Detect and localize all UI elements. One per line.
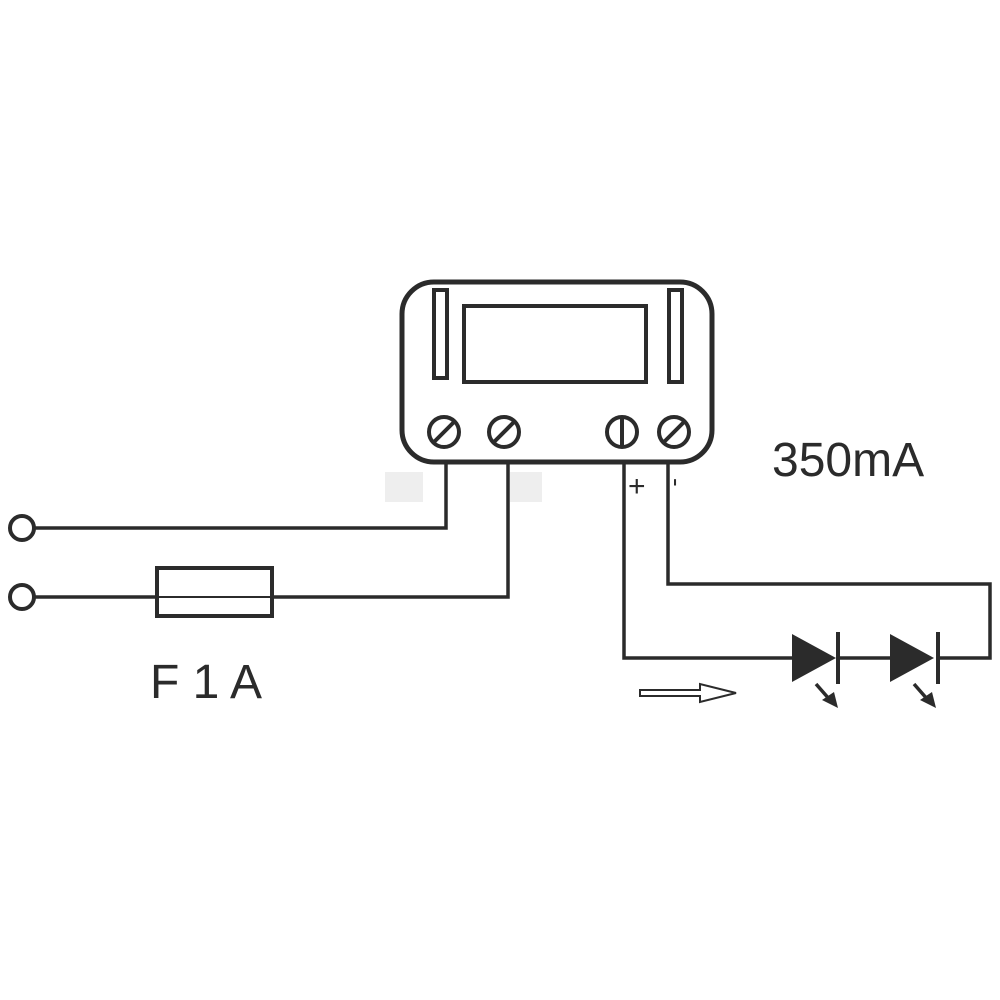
minus-terminal-label: - [662, 478, 692, 487]
driver-housing [399, 279, 715, 465]
current-rating-label: 350mA [772, 434, 924, 487]
input-terminal-2 [8, 583, 36, 611]
fuse [155, 566, 274, 618]
terminal-screw-output-plus [605, 415, 639, 449]
terminal-screw-input-2 [487, 415, 521, 449]
led-diode-1 [792, 632, 840, 708]
terminal-screw-input-1 [427, 415, 461, 449]
driver-right-clip [667, 288, 684, 384]
input-wire-1 [34, 462, 448, 530]
led-diode-2 [890, 632, 940, 708]
input-terminal-1 [8, 514, 36, 542]
fuse-rating-label: F 1 A [150, 656, 262, 709]
output-wire-plus [622, 462, 792, 660]
driver-label-window [462, 304, 648, 384]
driver-left-clip [432, 288, 449, 380]
terminal-screw-output-minus [657, 415, 691, 449]
scan-artifact [385, 472, 423, 502]
scan-artifact [510, 472, 542, 502]
plus-terminal-label: + [628, 470, 646, 503]
led-driver [399, 279, 715, 465]
output-wire-minus [666, 462, 992, 660]
current-direction-arrow [639, 682, 737, 704]
